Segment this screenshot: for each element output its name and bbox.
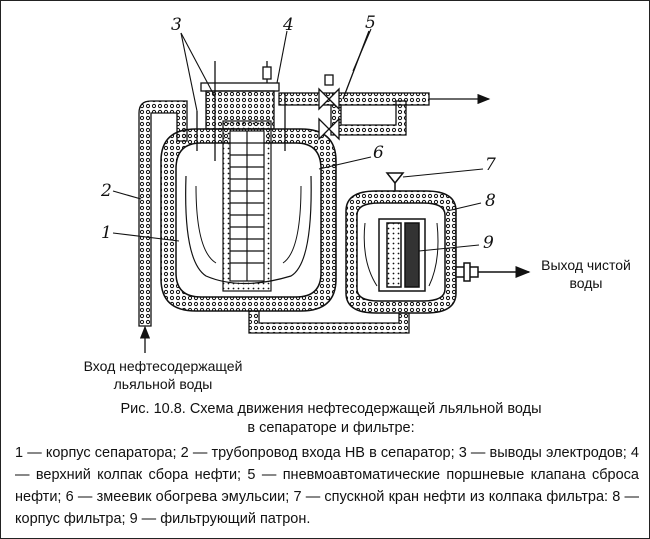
figure-legend: 1 — корпус сепаратора; 2 — трубопровод в…	[15, 445, 639, 527]
outlet-label-line1: Выход чистой	[541, 257, 631, 273]
callout-1: 1	[101, 223, 112, 243]
caption-title-line2: в сепараторе и фильтре:	[247, 420, 415, 436]
connecting-pipe	[248, 310, 410, 334]
callout-8: 8	[485, 191, 496, 211]
outlet-label-line2: воды	[569, 275, 603, 291]
caption-title-line1: Рис. 10.8. Схема движения нефтесодержаще…	[120, 401, 542, 417]
callout-3: 3	[171, 15, 182, 35]
figure-caption-title: Рис. 10.8. Схема движения нефтесодержаще…	[61, 400, 601, 438]
heating-coil	[222, 120, 272, 292]
callout-leaders	[112, 28, 484, 252]
callout-2: 2	[101, 181, 112, 201]
separator-filter-diagram	[112, 28, 531, 353]
filter-body	[345, 172, 531, 314]
outlet-label: Выход чистой воды	[531, 256, 641, 292]
callout-5: 5	[365, 13, 376, 33]
inlet-label-line2: льяльной воды	[113, 376, 213, 392]
inlet-label: Вход нефтесодержащей льяльной воды	[63, 357, 263, 393]
top-cap	[196, 61, 286, 161]
inlet-label-line1: Вход нефтесодержащей	[83, 358, 243, 374]
oil-outlet-pipe	[278, 30, 491, 141]
callout-4: 4	[283, 15, 294, 35]
callout-9: 9	[483, 233, 494, 253]
callout-6: 6	[373, 143, 384, 163]
callout-7: 7	[485, 155, 496, 175]
inlet-pipe	[138, 100, 188, 327]
